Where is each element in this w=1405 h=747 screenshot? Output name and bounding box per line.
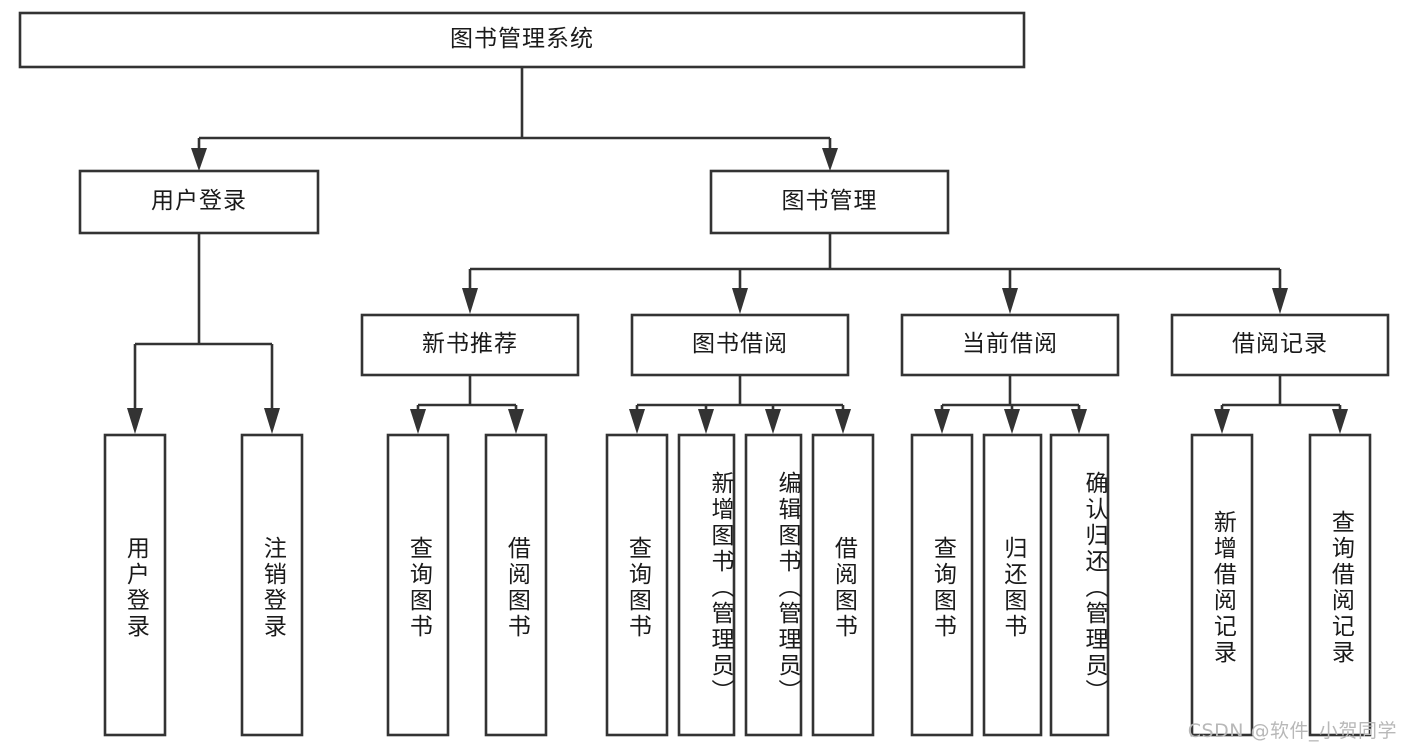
node-box-leaf-query-book-2[interactable] (605, 433, 669, 737)
arrow-head-book-management (822, 148, 838, 171)
node-box-current-borrow[interactable] (900, 313, 1120, 377)
node-box-leaf-query-borrow-record[interactable] (1308, 433, 1372, 737)
csdn-watermark: CSDN @软件_小贺同学 (1187, 720, 1397, 742)
arrow-head-new-book-recommend (462, 288, 478, 314)
connector-current-borrow-to-leaves (934, 375, 1087, 434)
node-box-leaf-logout-login[interactable] (240, 433, 304, 737)
arrow-head-leaf-add-borrow-record (1214, 409, 1230, 434)
arrow-head-leaf-query-book-1 (410, 409, 426, 434)
node-box-leaf-user-login[interactable] (103, 433, 167, 737)
arrow-head-leaf-return-book (1004, 409, 1020, 434)
node-box-leaf-query-book-1[interactable] (386, 433, 450, 737)
connector-root-to-level2 (191, 67, 838, 171)
connector-book-borrow-to-leaves (629, 375, 851, 434)
arrow-head-leaf-confirm-return-admin (1071, 409, 1087, 434)
node-box-leaf-query-book-3[interactable] (910, 433, 974, 737)
arrow-head-leaf-logout-login (264, 408, 280, 434)
arrow-head-leaf-add-book-admin (698, 409, 714, 434)
connector-book-management-to-level3 (462, 233, 1288, 314)
arrow-head-leaf-query-book-3 (934, 409, 950, 434)
arrow-head-current-borrow (1002, 288, 1018, 314)
node-box-leaf-borrow-book-2[interactable] (811, 433, 875, 737)
node-box-leaf-return-book[interactable] (982, 433, 1043, 737)
node-box-leaf-confirm-return-admin[interactable] (1049, 433, 1110, 737)
node-box-leaf-borrow-book-1[interactable] (484, 433, 548, 737)
node-box-leaf-add-borrow-record[interactable] (1190, 433, 1254, 737)
node-box-new-book-recommend[interactable] (360, 313, 580, 377)
connector-borrow-record-to-leaves (1214, 375, 1348, 434)
node-box-borrow-record[interactable] (1170, 313, 1390, 377)
arrow-head-borrow-record (1272, 288, 1288, 314)
node-box-root[interactable] (18, 11, 1026, 69)
node-box-leaf-edit-book-admin[interactable] (744, 433, 803, 737)
arrow-head-leaf-query-borrow-record (1332, 409, 1348, 434)
arrow-head-leaf-query-book-2 (629, 409, 645, 434)
connector-user-login-to-leaves (127, 233, 280, 434)
arrow-head-user-login (191, 148, 207, 171)
arrow-head-leaf-borrow-book-2 (835, 409, 851, 434)
node-box-book-management[interactable] (709, 169, 950, 235)
arrow-head-book-borrow (732, 288, 748, 314)
arrow-head-leaf-user-login (127, 408, 143, 434)
arrow-head-leaf-edit-book-admin (765, 409, 781, 434)
node-box-book-borrow[interactable] (630, 313, 850, 377)
node-box-leaf-add-book-admin[interactable] (677, 433, 736, 737)
arrow-head-leaf-borrow-book-1 (508, 409, 524, 434)
connector-new-book-recommend-to-leaves (410, 375, 524, 434)
node-box-user-login[interactable] (78, 169, 320, 235)
